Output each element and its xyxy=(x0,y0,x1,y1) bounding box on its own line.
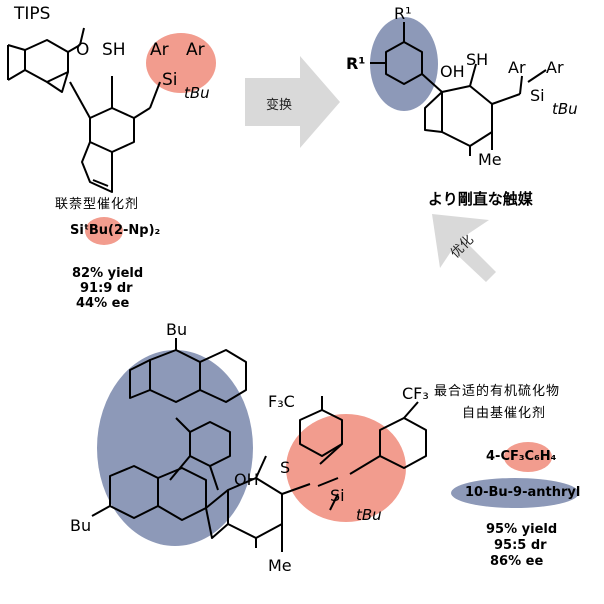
ar-label-1-top-right: Ar xyxy=(508,58,526,77)
aryl-highlight-top-right xyxy=(370,17,438,111)
tbu-label-top-left: tBu xyxy=(184,84,210,102)
aryl-ring-top-right xyxy=(385,41,423,85)
ee-top-left: 44% ee xyxy=(76,296,130,311)
rigid-catalyst-caption: より剛直な触媒 xyxy=(428,190,533,208)
legend-anthryl-label: 10-Bu-9-anthryl xyxy=(465,485,581,500)
naphthyl-upper-ring xyxy=(24,39,69,83)
si-label-bottom: Si xyxy=(330,486,345,505)
legend-salmon-oval xyxy=(504,442,552,472)
indane-aromatic-ring xyxy=(441,85,493,147)
oxygen-label: O xyxy=(76,40,90,60)
optimal-catalyst-caption-line1: 最合适的有机硫化物 xyxy=(434,384,561,399)
oh-label-bottom: OH xyxy=(234,470,259,489)
cf3-left-label: F₃C xyxy=(268,392,295,411)
dr-bottom: 95:5 dr xyxy=(494,538,547,553)
tips-label: TIPS xyxy=(14,4,51,24)
r1-top-label: R¹ xyxy=(394,4,412,23)
ee-bottom: 86% ee xyxy=(490,554,544,569)
si-label-top-right: Si xyxy=(530,86,545,105)
aryl-highlight-bottom xyxy=(286,414,406,522)
bu-label-top-bottom: Bu xyxy=(166,320,188,339)
transform-arrow-label: 变换 xyxy=(266,98,293,113)
optimal-catalyst-caption-line2: 自由基催化剂 xyxy=(462,406,547,421)
ar-label-2-top-left: Ar xyxy=(186,40,205,60)
binaphthyl-catalyst-caption: 联萘型催化剂 xyxy=(55,197,140,212)
oh-label-top-right: OH xyxy=(440,62,465,81)
cf3-right-label: CF₃ xyxy=(402,384,429,403)
optimize-arrow xyxy=(432,214,496,282)
silyl-highlight-top-left xyxy=(146,33,216,93)
bu-label-left-bottom: Bu xyxy=(70,516,92,535)
me-label-top-right: Me xyxy=(478,150,502,169)
naphthyl-lower-ring xyxy=(89,107,135,153)
yield-bottom: 95% yield xyxy=(486,522,558,537)
si-label-top-left: Si xyxy=(162,70,178,90)
transform-arrow xyxy=(245,56,340,148)
ar-label-2-top-right: Ar xyxy=(546,58,564,77)
sh-label-top-left: SH xyxy=(102,40,126,60)
me-label-bottom: Me xyxy=(268,556,292,575)
silyl-group-label: SiᵗBu(2-Np)₂ xyxy=(70,223,161,238)
sulfur-label-bottom: S xyxy=(280,458,291,477)
ar-label-1-top-left: Ar xyxy=(150,40,169,60)
tbu-label-bottom: tBu xyxy=(356,506,382,524)
r1-left-label: R¹ xyxy=(346,54,366,73)
sh-label-top-right: SH xyxy=(466,50,489,69)
legend-slate-oval xyxy=(451,478,579,508)
yield-top-left: 82% yield xyxy=(72,266,144,281)
legend-cf3-aryl-label: 4-CF₃C₆H₄ xyxy=(486,449,557,464)
dr-top-left: 91:9 dr xyxy=(80,281,133,296)
anthryl-highlight-bottom xyxy=(97,350,253,546)
tbu-label-top-right: tBu xyxy=(552,100,578,118)
silyl-group-oval xyxy=(85,217,123,245)
